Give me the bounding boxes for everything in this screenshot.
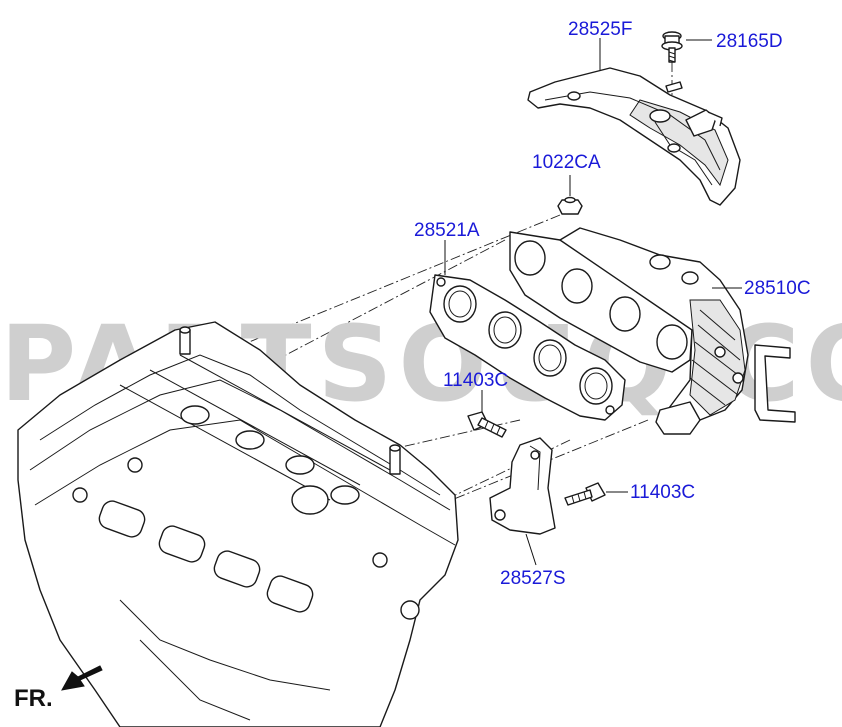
- callout-gasket[interactable]: 28521A: [414, 220, 480, 241]
- cylinder-head: [17, 321, 459, 727]
- callout-bolt-upper[interactable]: 11403C: [443, 370, 508, 391]
- flange-nut: [557, 196, 583, 215]
- heat-shield: [527, 67, 741, 206]
- orientation-indicator: FR.: [14, 665, 103, 712]
- manifold-bracket: [489, 437, 556, 535]
- exhaust-manifold: [509, 227, 796, 435]
- callout-bracket[interactable]: 28527S: [500, 568, 566, 589]
- callout-nut[interactable]: 1022CA: [532, 152, 601, 173]
- callout-bolt-lower[interactable]: 11403C: [630, 482, 695, 503]
- shield-bolt: [661, 31, 683, 93]
- front-direction-arrow-icon: [61, 665, 103, 691]
- callout-manifold[interactable]: 28510C: [744, 278, 811, 299]
- leader-lines: [444, 38, 742, 566]
- orientation-label: FR.: [14, 685, 53, 712]
- callout-heat-shield[interactable]: 28525F: [568, 19, 632, 40]
- bracket-bolt-lower: [564, 482, 606, 506]
- manifold-gasket: [429, 274, 626, 421]
- callout-shield-bolt[interactable]: 28165D: [716, 31, 783, 52]
- manifold-bolt-upper: [467, 411, 507, 438]
